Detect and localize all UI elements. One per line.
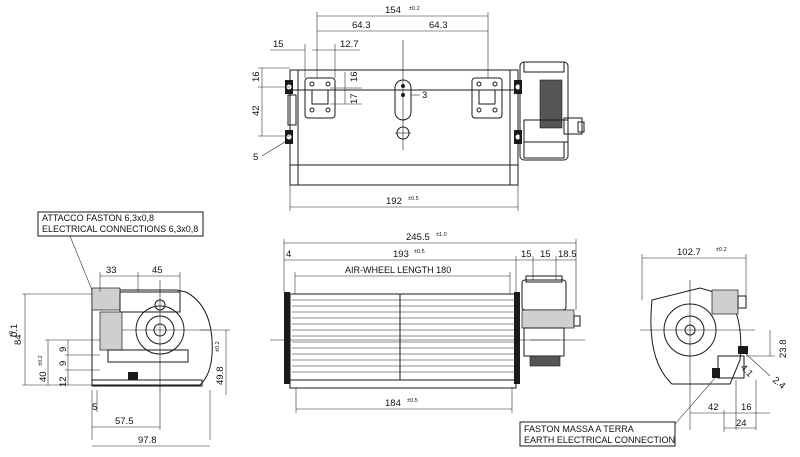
dim-45: 45 (152, 265, 163, 276)
dim-193-tol: ±0.5 (414, 249, 425, 255)
dim-12: 12 (58, 376, 69, 387)
dim-18-5: 18.5 (558, 249, 577, 260)
note-fasten-en: ELECTRICAL CONNECTIONS 6,3x0,8 (42, 224, 198, 234)
impeller-blades (292, 299, 514, 373)
mount-plate-left (304, 77, 336, 119)
dim-154: 154 (385, 5, 401, 16)
front-impeller (289, 293, 517, 381)
dim-245-5-tol: ±1.0 (436, 232, 447, 238)
left-terminal-block (91, 287, 121, 311)
dim-57-5: 57.5 (115, 416, 134, 427)
dim-102-7: 102.7 (677, 247, 701, 258)
dim-9-a: 9 (58, 361, 69, 366)
dim-4-1: 4.1 (738, 362, 755, 379)
top-motor (519, 61, 585, 161)
note-fasten-it: ATTACCO FASTON 6,3x0,8 (42, 213, 154, 223)
right-side-view: 102.7 ±0.2 23.8 2.4 4.1 42 16 24 FASTON … (519, 247, 789, 447)
dim-15-top: 15 (273, 39, 284, 50)
front-motor (521, 275, 581, 367)
mount-plate-right (471, 77, 503, 119)
dim-184-tol: ±0.5 (407, 398, 418, 404)
dim-16-right: 16 (349, 71, 360, 82)
dim-49-8: 49.8 (215, 367, 226, 386)
note-earth-en: EARTH ELECTRICAL CONNECTION (524, 435, 675, 445)
dim-102-7-tol: ±0.2 (716, 247, 727, 253)
dim-192: 192 (386, 196, 402, 207)
dim-5-top: 5 (253, 152, 258, 163)
dim-64-3-right: 64.3 (429, 20, 448, 31)
dim-42-top: 42 (251, 105, 262, 116)
top-view: 154 ±0.2 64.3 64.3 15 12.7 16 42 16 17 3… (251, 5, 585, 211)
dim-40: 40 (38, 371, 49, 382)
dim-193: 193 (393, 249, 409, 260)
dim-192-tol: ±0.5 (408, 196, 419, 202)
dim-4: 4 (286, 249, 291, 260)
top-body-outline (289, 69, 519, 186)
note-box-fasten (37, 211, 204, 237)
dim-17: 17 (349, 93, 360, 104)
dim-64-3-left: 64.3 (352, 20, 371, 31)
dim-15-front-a: 15 (521, 249, 532, 260)
dim-40-tol: ±0.2 (38, 355, 44, 366)
dim-0-1: 0.1 (9, 324, 20, 337)
dim-23-8: 23.8 (778, 340, 789, 359)
airwheel-length-label: AIR-WHEEL LENGTH 180 (345, 265, 451, 275)
dim-12-7: 12.7 (340, 39, 359, 50)
note-earth-it: FASTON MASSA A TERRA (524, 424, 634, 434)
dim-84: 84 (13, 334, 24, 345)
dim-2-4: 2.4 (770, 375, 787, 392)
dim-15-front-b: 15 (540, 249, 551, 260)
dim-16-right-bottom: 16 (741, 402, 752, 413)
dim-33: 33 (106, 265, 117, 276)
dim-0-1-tol: ±0 (9, 331, 15, 337)
dim-245-5: 245.5 (406, 232, 430, 243)
dim-9-b: 9 (58, 347, 69, 352)
dim-3: 3 (422, 90, 427, 101)
dim-49-8-tol: ±0.2 (215, 341, 221, 352)
dim-24: 24 (736, 418, 747, 429)
left-housing (91, 289, 213, 386)
front-view: 245.5 ±1.0 4 193 ±0.5 15 15 18.5 AIR-WHE… (270, 232, 585, 413)
dim-5-left: 5 (92, 402, 97, 413)
note-box-earth (519, 421, 676, 447)
dim-154-tol: ±0.2 (409, 6, 420, 12)
dim-184: 184 (385, 398, 401, 409)
dim-97-8: 97.8 (138, 435, 157, 446)
left-side-view: ATTACCO FASTON 6,3x0,8 ELECTRICAL CONNEC… (9, 211, 230, 447)
dim-42-right: 42 (708, 402, 719, 413)
dim-16-left: 16 (251, 71, 262, 82)
